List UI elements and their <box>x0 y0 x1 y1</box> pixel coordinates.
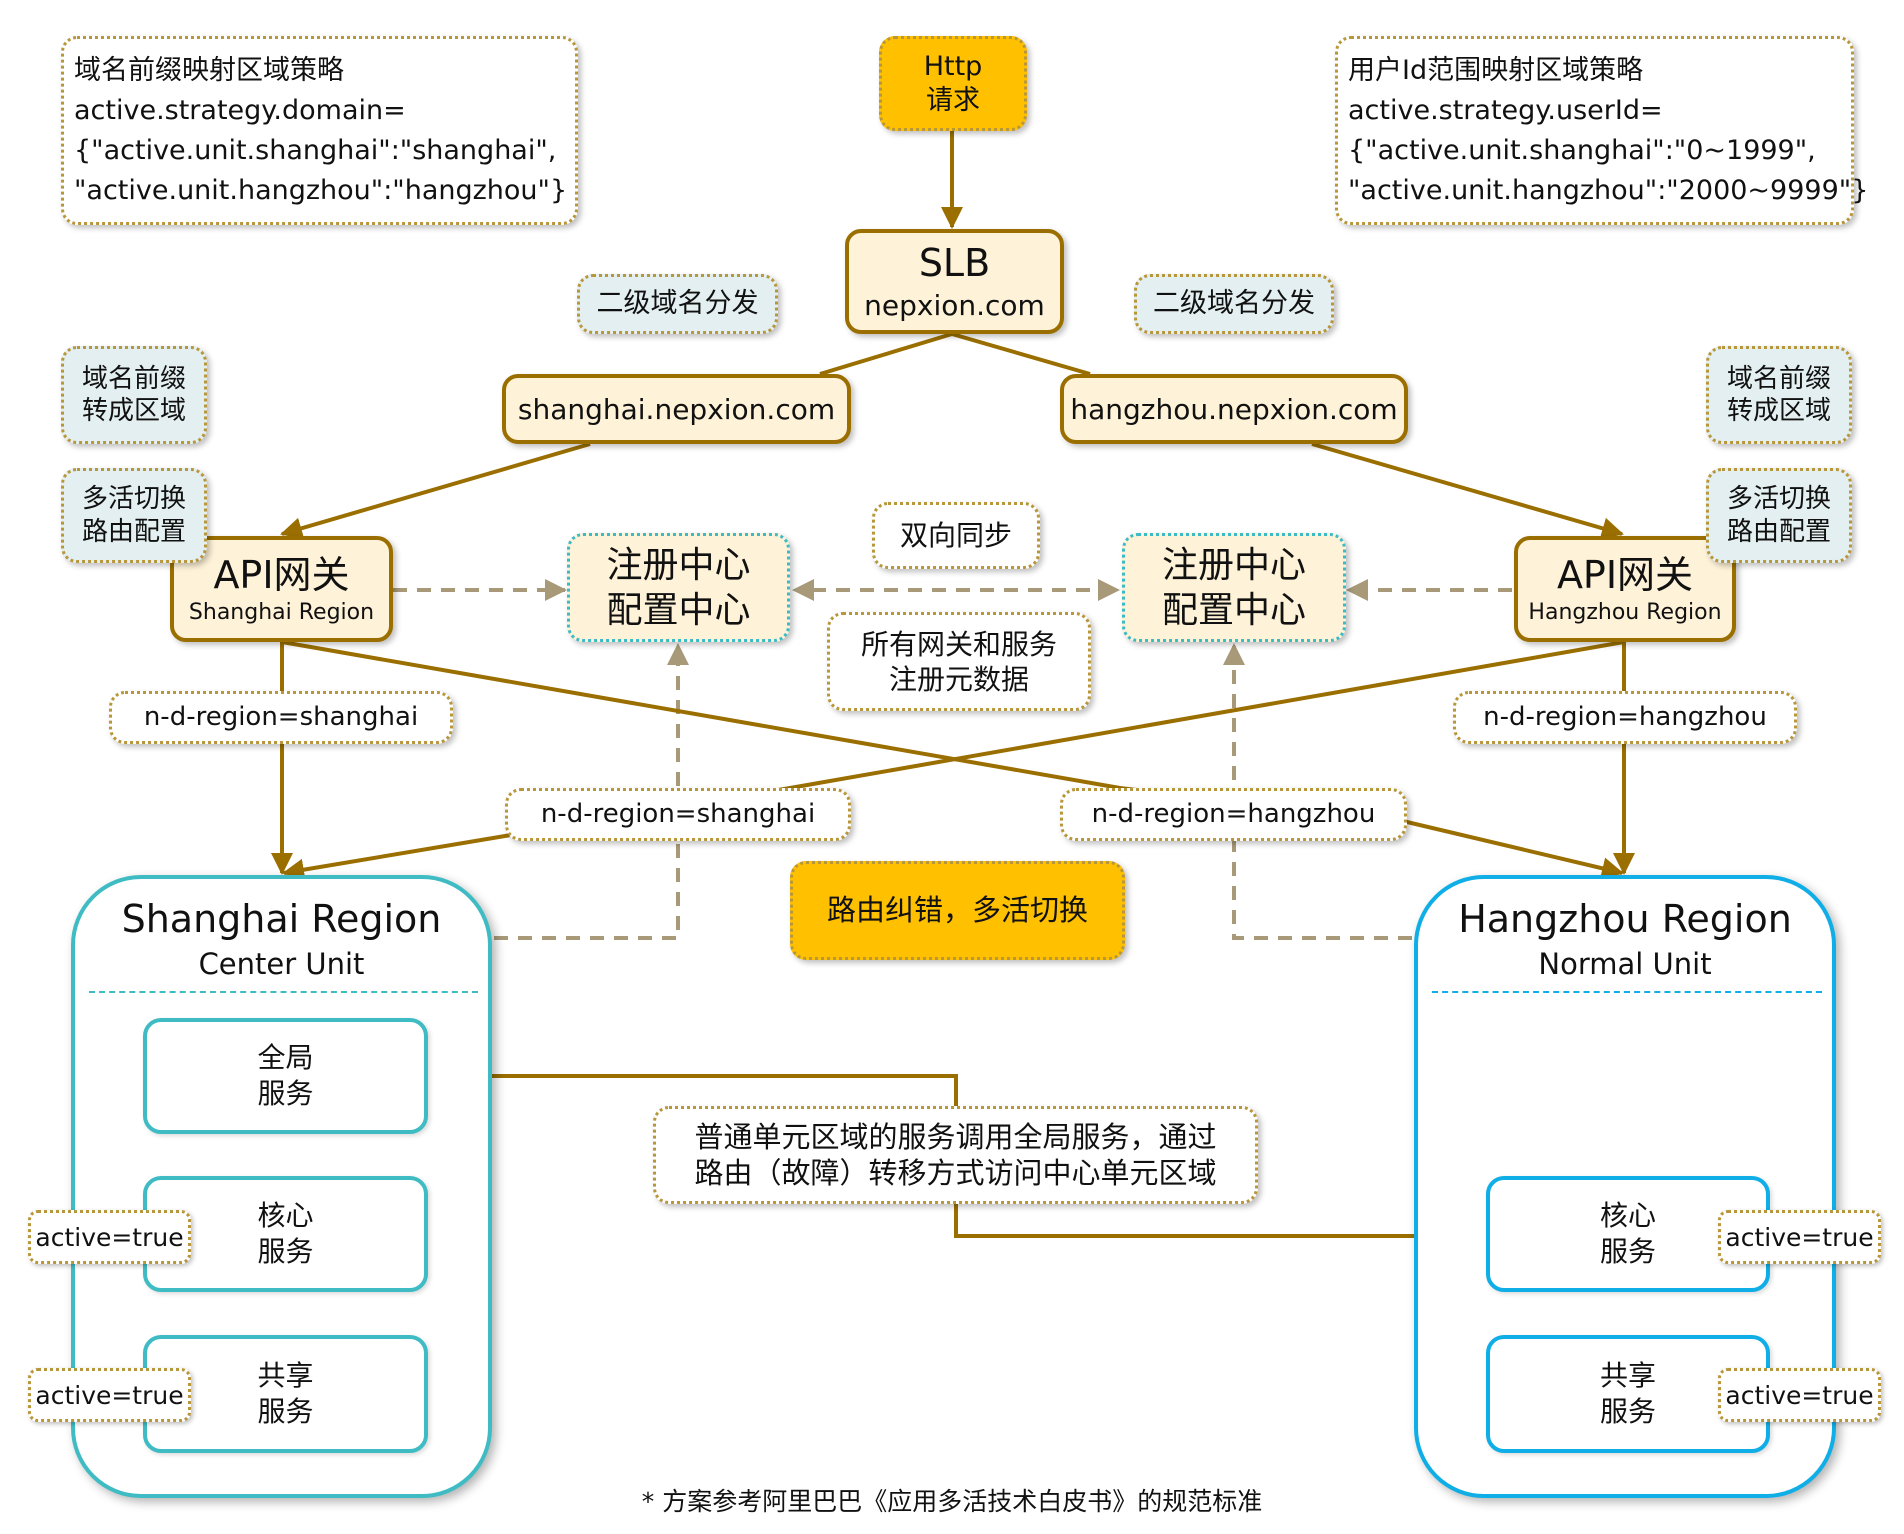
cross-unit-call-note: 普通单元区域的服务调用全局服务，通过 路由（故障）转移方式访问中心单元区域 <box>653 1106 1258 1204</box>
hangzhou-domain-text: hangzhou.nepxion.com <box>1070 392 1398 426</box>
domain-strategy-key: active.strategy.domain= <box>74 94 406 126</box>
hangzhou-region-unit-type: Normal Unit <box>1538 947 1712 981</box>
domain-strategy-shanghai: {"active.unit.shanghai":"shanghai", <box>74 134 557 166</box>
hz-shared-active-tag: active=true <box>1718 1368 1881 1422</box>
domain-strategy-hangzhou: "active.unit.hangzhou":"hangzhou"} <box>74 174 568 206</box>
userid-strategy-title: 用户Id范围映射区域策略 <box>1348 54 1644 86</box>
hz-shared-service-line2: 服务 <box>1599 1395 1656 1428</box>
right-prefix-to-region-tag: 域名前缀 转成区域 <box>1706 346 1852 444</box>
right-route-config-tag: 多活切换 路由配置 <box>1706 468 1852 563</box>
left-route-config-line1: 多活切换 <box>81 484 186 514</box>
sh-shared-service-line2: 服务 <box>257 1395 314 1428</box>
sh-cross-header-text: n-d-region=shanghai <box>540 799 816 830</box>
shanghai-registry-line2: 配置中心 <box>606 589 751 631</box>
sh-core-active-tag: active=true <box>28 1210 191 1264</box>
sh-cross-header-tag: n-d-region=shanghai <box>505 788 851 841</box>
slb-title: SLB <box>918 241 991 286</box>
hz-cross-header-text: n-d-region=hangzhou <box>1091 799 1376 830</box>
slb-node: SLB nepxion.com <box>845 229 1064 334</box>
hangzhou-domain-node: hangzhou.nepxion.com <box>1060 374 1408 444</box>
metadata-note-line1: 所有网关和服务 <box>860 627 1057 661</box>
shanghai-gateway-region: Shanghai Region <box>188 600 375 625</box>
http-request-line1: Http <box>923 50 983 82</box>
hangzhou-region-divider <box>1432 991 1822 993</box>
domain-strategy-title: 域名前缀映射区域策略 <box>74 54 344 86</box>
sh-core-service-line2: 服务 <box>257 1235 314 1268</box>
right-prefix-to-region-line2: 转成区域 <box>1726 396 1831 426</box>
hangzhou-domain-to-gateway-arrow <box>1311 442 1624 539</box>
right-route-config-line2: 路由配置 <box>1726 516 1831 547</box>
subdomain-dispatch-left-label: 二级域名分发 <box>577 274 778 334</box>
route-fix-text: 路由纠错，多活切换 <box>826 893 1088 928</box>
hangzhou-region-title: Hangzhou Region <box>1458 897 1792 941</box>
hangzhou-gateway-region: Hangzhou Region <box>1528 600 1722 625</box>
sh-shared-service-line1: 共享 <box>257 1358 314 1392</box>
hangzhou-gateway-title: API网关 <box>1556 552 1694 597</box>
sh-region-to-registry-line <box>494 643 689 940</box>
left-route-config-line2: 路由配置 <box>81 516 186 547</box>
shanghai-domain-to-gateway-arrow <box>280 442 591 539</box>
hangzhou-registry-line2: 配置中心 <box>1161 589 1306 631</box>
hz-core-active-tag: active=true <box>1718 1210 1881 1264</box>
sh-core-service-line1: 核心 <box>257 1198 314 1232</box>
reference-footnote: * 方案参考阿里巴巴《应用多活技术白皮书》的规范标准 <box>641 1487 1263 1516</box>
metadata-note: 所有网关和服务 注册元数据 <box>827 612 1091 711</box>
hangzhou-registry-config-center: 注册中心 配置中心 <box>1122 533 1346 642</box>
left-prefix-to-region-line1: 域名前缀 <box>81 363 186 394</box>
right-prefix-to-region-line1: 域名前缀 <box>1726 363 1831 394</box>
registry-sync-arrowhead-left <box>792 579 814 601</box>
hz-core-service-line1: 核心 <box>1599 1198 1656 1232</box>
hz-core-service-line2: 服务 <box>1599 1235 1656 1268</box>
http-request-line2: 请求 <box>926 84 980 116</box>
shanghai-domain-node: shanghai.nepxion.com <box>502 374 851 444</box>
left-prefix-to-region-tag: 域名前缀 转成区域 <box>61 346 207 444</box>
bidirectional-sync-text: 双向同步 <box>899 519 1012 552</box>
shanghai-registry-line1: 注册中心 <box>606 544 751 586</box>
subdomain-dispatch-right-label: 二级域名分发 <box>1134 274 1334 334</box>
shanghai-region-divider <box>89 991 478 993</box>
cross-unit-call-line1: 普通单元区域的服务调用全局服务，通过 <box>694 1119 1217 1154</box>
registry-sync-arrowhead-right <box>1098 579 1120 601</box>
hz-direct-header-tag: n-d-region=hangzhou <box>1453 691 1797 744</box>
right-route-config-line1: 多活切换 <box>1726 484 1831 514</box>
shanghai-region-title: Shanghai Region <box>121 897 442 941</box>
domain-strategy-note: 域名前缀映射区域策略 active.strategy.domain= {"act… <box>61 36 578 225</box>
sh-shared-active-tag: active=true <box>28 1368 191 1422</box>
hz-cross-header-tag: n-d-region=hangzhou <box>1060 788 1407 841</box>
subdomain-dispatch-right-text: 二级域名分发 <box>1153 288 1315 320</box>
bidirectional-sync-label: 双向同步 <box>872 502 1040 569</box>
hz-region-to-registry-line <box>1223 643 1412 940</box>
shanghai-registry-config-center: 注册中心 配置中心 <box>567 533 790 642</box>
slb-to-hangzhou-domain-line <box>951 332 1091 376</box>
hz-shared-service-line1: 共享 <box>1599 1358 1656 1392</box>
slb-to-shanghai-domain-line <box>819 332 953 376</box>
sh-direct-header-tag: n-d-region=shanghai <box>109 691 453 744</box>
userid-strategy-key: active.strategy.userId= <box>1348 94 1663 126</box>
shanghai-domain-text: shanghai.nepxion.com <box>517 392 836 426</box>
hz-direct-header-text: n-d-region=hangzhou <box>1483 702 1767 733</box>
cross-unit-call-line2: 路由（故障）转移方式访问中心单元区域 <box>694 1156 1217 1190</box>
left-prefix-to-region-line2: 转成区域 <box>81 396 186 426</box>
shanghai-region-unit-type: Center Unit <box>198 947 365 981</box>
hangzhou-registry-line1: 注册中心 <box>1161 544 1306 586</box>
shanghai-gateway-title: API网关 <box>213 552 350 597</box>
userid-strategy-shanghai: {"active.unit.shanghai":"0~1999", <box>1348 134 1816 166</box>
route-fix-note: 路由纠错，多活切换 <box>790 861 1125 960</box>
sh-direct-header-text: n-d-region=shanghai <box>143 702 419 733</box>
sh-global-service: 全局 服务 <box>143 1018 428 1134</box>
hangzhou-api-gateway: API网关 Hangzhou Region <box>1514 536 1736 642</box>
sh-global-service-line1: 全局 <box>257 1040 314 1074</box>
sh-global-service-line2: 服务 <box>257 1077 314 1110</box>
userid-strategy-hangzhou: "active.unit.hangzhou":"2000~9999"} <box>1348 174 1869 206</box>
slb-domain: nepxion.com <box>864 288 1045 322</box>
subdomain-dispatch-left-text: 二级域名分发 <box>596 288 759 320</box>
left-route-config-tag: 多活切换 路由配置 <box>61 468 207 563</box>
http-request-node: Http 请求 <box>879 36 1027 131</box>
userid-strategy-note: 用户Id范围映射区域策略 active.strategy.userId= {"a… <box>1335 36 1868 225</box>
metadata-note-line2: 注册元数据 <box>888 662 1029 696</box>
